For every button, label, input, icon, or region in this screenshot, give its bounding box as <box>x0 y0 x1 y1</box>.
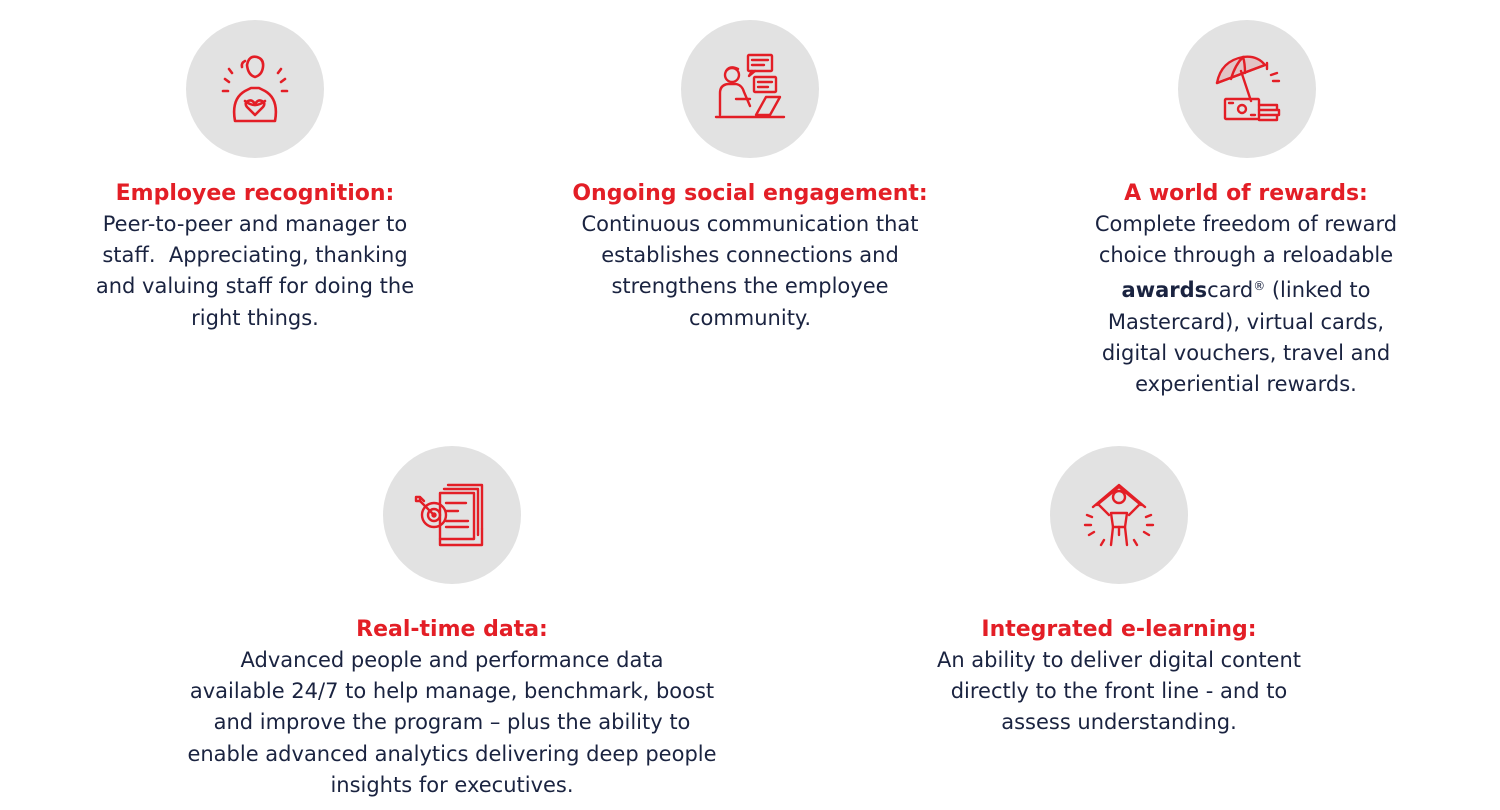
body-line: assess understanding. <box>1001 710 1237 735</box>
body-line: right things. <box>191 305 319 330</box>
data-icon-circle <box>383 446 521 584</box>
body-line: insights for executives. <box>330 772 574 797</box>
person-house-learning-icon <box>1083 483 1155 547</box>
feature-title-recognition: Employee recognition: <box>115 181 395 206</box>
body-line: directly to the front line - and to <box>950 679 1288 704</box>
target-document-icon <box>414 483 484 547</box>
body-line: An ability to deliver digital content <box>936 648 1302 672</box>
awards-brand-card: card <box>1207 278 1254 303</box>
awards-brand-after: (linked to <box>1265 278 1371 303</box>
body-line: and valuing staff for doing the <box>95 274 415 299</box>
awardscard-line: awardscard® (linked to <box>1016 271 1476 306</box>
elearning-icon-circle <box>1050 446 1188 584</box>
body-line: available 24/7 to help manage, benchmark… <box>189 679 715 704</box>
feature-body-rewards: Complete freedom of reward choice throug… <box>1016 209 1476 400</box>
body-line: strengthens the employee <box>611 274 889 299</box>
feature-title-elearning: Integrated e-learning: <box>981 617 1257 642</box>
recognition-person-heart-icon <box>221 55 289 123</box>
feature-title-data: Real-time data: <box>356 617 548 642</box>
body-line: Complete freedom of reward <box>1094 212 1398 236</box>
body-line: Continuous communication that <box>581 212 919 236</box>
body-line: establishes connections and <box>601 243 899 268</box>
body-line: Advanced people and performance data <box>240 648 664 672</box>
body-line: digital vouchers, travel and <box>1101 340 1391 365</box>
feature-title-rewards: A world of rewards: <box>1124 181 1368 206</box>
body-line: and improve the program – plus the abili… <box>213 710 691 735</box>
awards-brand-bold: awards <box>1121 278 1208 303</box>
recognition-icon-circle <box>186 20 324 158</box>
body-line: enable advanced analytics delivering dee… <box>187 741 717 766</box>
body-line: choice through a reloadable <box>1098 243 1394 268</box>
feature-body-engagement: Continuous communication that establishe… <box>500 209 1000 334</box>
umbrella-money-icon <box>1215 55 1281 122</box>
feature-body-data: Advanced people and performance data ava… <box>102 645 802 801</box>
feature-title-engagement: Ongoing social engagement: <box>572 181 928 206</box>
body-line: community. <box>688 305 812 330</box>
registered-mark: ® <box>1253 279 1266 294</box>
body-line: staff. Appreciating, thanking <box>102 243 408 268</box>
feature-body-elearning: An ability to deliver digital content di… <box>869 645 1369 739</box>
body-line: experiential rewards. <box>1135 372 1357 397</box>
rewards-icon-circle <box>1178 20 1316 158</box>
engagement-icon-circle <box>681 20 819 158</box>
person-laptop-chat-icon <box>714 53 786 119</box>
body-line: Peer-to-peer and manager to <box>102 212 408 236</box>
body-line: Mastercard), virtual cards, <box>1107 309 1385 334</box>
feature-body-recognition: Peer-to-peer and manager to staff. Appre… <box>25 209 485 334</box>
